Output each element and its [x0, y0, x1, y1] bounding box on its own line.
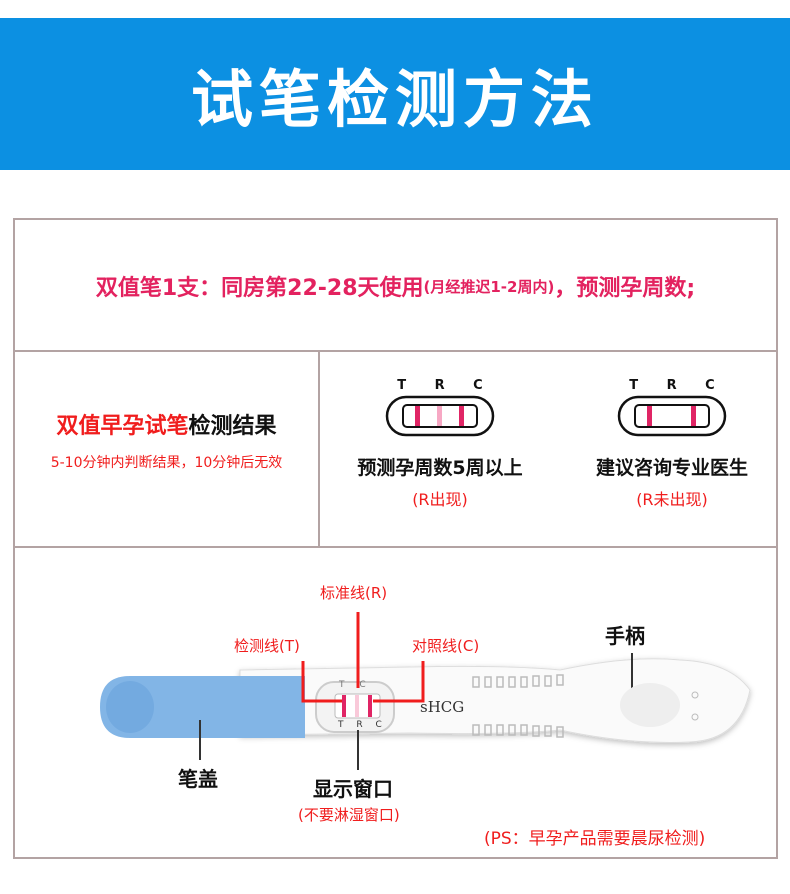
- trc-labels: T R C: [397, 378, 495, 393]
- result-note: (R出现): [412, 490, 468, 509]
- results-subtitle: 5-10分钟内判断结果，10分钟后无效: [50, 455, 283, 471]
- usage-note: (月经推迟1-2周内): [423, 277, 555, 296]
- divider: [13, 546, 778, 548]
- usage-tail: ，预测孕周数;: [554, 276, 696, 301]
- divider: [13, 350, 778, 352]
- usage-main: 双值笔1支：同房第22-28天使用: [95, 276, 424, 301]
- cap-tip: [106, 681, 154, 733]
- results-title-red: 双值早孕试笔: [56, 414, 189, 439]
- test-window-icon: [617, 395, 727, 437]
- r-line: [437, 406, 442, 426]
- ps-note: (PS：早孕产品需要晨尿检测): [484, 829, 706, 849]
- result-case-negative: T R C 建议咨询专业医生 (R未出现): [562, 378, 782, 510]
- result-label: 建议咨询专业医生: [595, 457, 748, 479]
- trc-labels: T R C: [629, 378, 727, 393]
- test-pen-diagram: [100, 612, 751, 770]
- pen-cap: [100, 676, 305, 738]
- page-title: 试笔检测方法: [190, 63, 599, 136]
- result-label: 预测孕周数5周以上: [357, 457, 523, 479]
- t-line: [647, 406, 652, 426]
- window-top-labels: T C: [339, 680, 372, 690]
- standard-line-label: 标准线(R): [320, 584, 388, 602]
- results-title: 双值早孕试笔检测结果: [15, 408, 318, 440]
- handle-label: 手柄: [605, 624, 645, 648]
- brand-label: sHCG: [420, 698, 465, 716]
- c-line: [691, 406, 696, 426]
- window-bottom-labels: T R C: [338, 720, 387, 730]
- cap-label: 笔盖: [178, 767, 218, 791]
- window-note: (不要淋湿窗口): [298, 806, 400, 824]
- header-banner: 试笔检测方法: [0, 18, 790, 170]
- test-line-label: 检测线(T): [234, 637, 300, 655]
- usage-text: 双值笔1支：同房第22-28天使用(月经推迟1-2周内)，预测孕周数;: [15, 220, 776, 352]
- result-note: (R未出现): [636, 490, 708, 509]
- window-label: 显示窗口: [313, 777, 393, 801]
- t-line: [415, 406, 420, 426]
- instruction-table: [13, 218, 778, 859]
- result-case-positive: T R C 预测孕周数5周以上 (R出现): [330, 378, 550, 510]
- results-title-black: 检测结果: [188, 414, 277, 439]
- divider: [318, 352, 320, 547]
- control-line-label: 对照线(C): [412, 637, 480, 655]
- test-window-icon: [385, 395, 495, 437]
- c-line: [459, 406, 464, 426]
